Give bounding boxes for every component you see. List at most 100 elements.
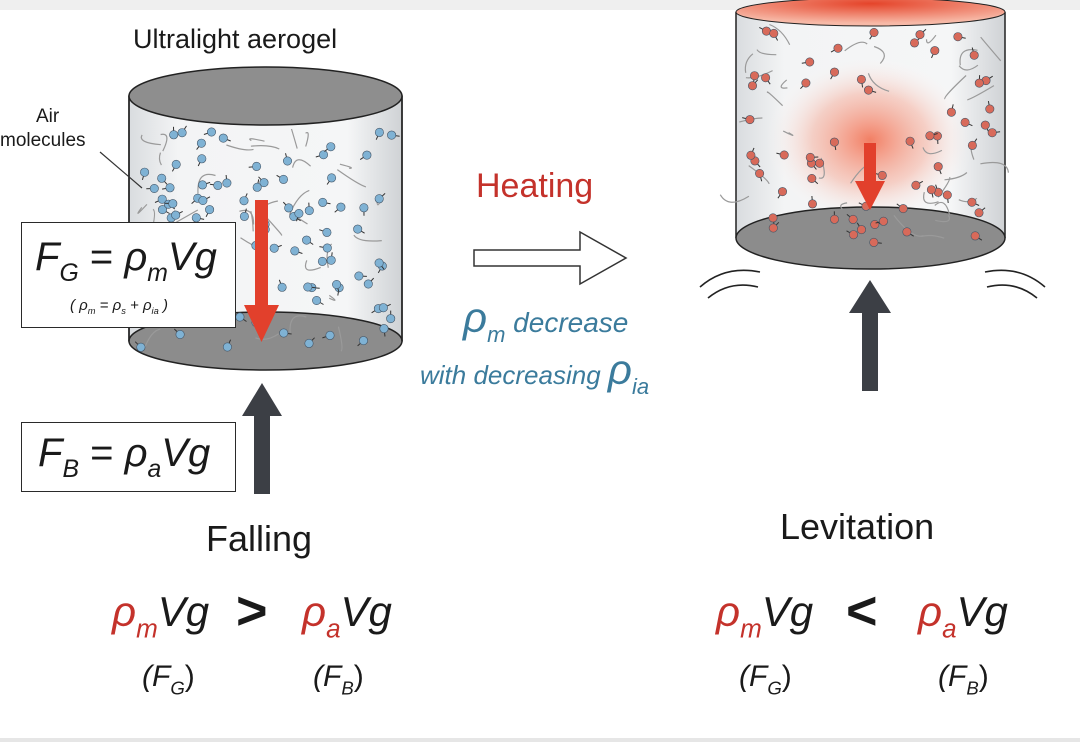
less-than-sign: < (846, 581, 878, 641)
rho-subscript: a (326, 613, 341, 644)
aerogel-fiber (867, 73, 890, 92)
air-molecule (870, 220, 880, 230)
formula-rest: Vg (167, 235, 217, 279)
air-molecule (312, 295, 322, 305)
aerogel-fiber (959, 49, 978, 66)
air-molecule (322, 243, 332, 253)
air-molecule (746, 150, 756, 160)
air-molecule (277, 282, 287, 292)
term-rest: Vg (956, 588, 1008, 635)
aerogel-fiber (337, 326, 343, 352)
air-molecule (207, 127, 217, 137)
air-molecule (165, 183, 175, 193)
right-air-molecules (742, 26, 1001, 247)
air-molecule (326, 142, 336, 152)
air-molecule (304, 206, 314, 216)
rho-subscript: a (147, 456, 162, 484)
gravity-arrow-right (855, 143, 885, 210)
air-molecule (749, 71, 759, 81)
aerogel-fiber (353, 234, 382, 242)
rho-subscript: m (487, 321, 506, 347)
aerogel-fiber (290, 128, 298, 149)
air-molecule (303, 282, 313, 292)
air-molecule (829, 67, 839, 77)
equals-sign: = (78, 235, 125, 279)
air-molecule (354, 271, 364, 281)
equals-sign: = (78, 431, 125, 475)
rho-symbol: ρ (463, 294, 488, 341)
aerogel-fiber (328, 294, 336, 301)
air-molecule (374, 127, 384, 137)
air-molecule (761, 26, 771, 36)
air-molecule (805, 152, 815, 162)
air-molecule (235, 312, 245, 322)
aerogel-fiber (336, 169, 367, 188)
air-molecule (902, 227, 912, 237)
aerogel-fiber (255, 333, 280, 340)
aerogel-fiber (158, 152, 162, 166)
aerogel-fiber (934, 201, 951, 215)
rho-symbol: ρ (302, 588, 327, 635)
air-molecule (801, 78, 811, 88)
aerogel-fiber (980, 36, 1002, 62)
air-molecule (869, 27, 879, 37)
air-molecule (171, 159, 181, 169)
aerogel-fiber (873, 45, 885, 64)
caption-close: ) (781, 660, 792, 693)
falling-right-term: ρaVg (302, 588, 392, 645)
air-molecule (239, 211, 249, 221)
buoyancy-subscript: B (62, 456, 79, 484)
term-rest: Vg (157, 588, 210, 635)
air-molecule (755, 169, 765, 179)
note-mid1: = ρ (95, 297, 122, 314)
air-molecule (284, 203, 294, 213)
aerogel-title: Ultralight aerogel (133, 24, 338, 54)
air-molecule (933, 162, 943, 172)
air-molecule (290, 246, 300, 256)
air-molecule (877, 170, 887, 180)
air-molecule (318, 197, 328, 207)
caption-text: (F (938, 660, 967, 693)
air-molecule (807, 174, 817, 184)
air-molecule (942, 190, 952, 200)
top-bar (0, 0, 1080, 10)
air-molecule (191, 213, 201, 223)
air-molecule (869, 237, 879, 247)
air-molecule (987, 128, 997, 138)
buoyancy-symbol: F (38, 431, 63, 475)
air-molecule (158, 205, 168, 215)
air-molecule (386, 314, 396, 324)
air-molecule (304, 338, 314, 348)
air-molecule (761, 73, 771, 83)
air-molecule (878, 216, 888, 226)
caption-text: (F (313, 660, 342, 693)
term-rest: Vg (340, 588, 392, 635)
air-molecule (294, 209, 304, 219)
air-molecule (198, 196, 208, 206)
air-molecule (363, 279, 373, 289)
aerogel-fiber (923, 191, 939, 204)
aerogel-fiber (744, 53, 754, 73)
air-molecule (140, 167, 150, 177)
aerogel-fiber (958, 64, 979, 71)
air-molecule (177, 128, 187, 138)
caption-text: (F (142, 660, 171, 693)
air-molecule (157, 173, 167, 183)
note-close: ) (158, 297, 168, 314)
air-molecule (911, 180, 921, 190)
aerogel-fiber (756, 49, 777, 56)
aerogel-fiber (137, 203, 148, 214)
air-molecule (175, 329, 185, 339)
decreasing-text: with decreasing (420, 360, 608, 390)
air-molecule (196, 138, 206, 148)
air-molecule (157, 194, 167, 204)
air-molecule (169, 130, 179, 140)
rho-symbol: ρ (716, 588, 741, 635)
air-molecule (777, 187, 787, 197)
rho-subscript: m (740, 613, 762, 644)
air-molecule (930, 46, 940, 56)
rho-subscript: m (136, 613, 158, 644)
air-molecule (926, 185, 936, 195)
aerogel-fiber (304, 260, 321, 271)
air-molecule (925, 131, 935, 141)
